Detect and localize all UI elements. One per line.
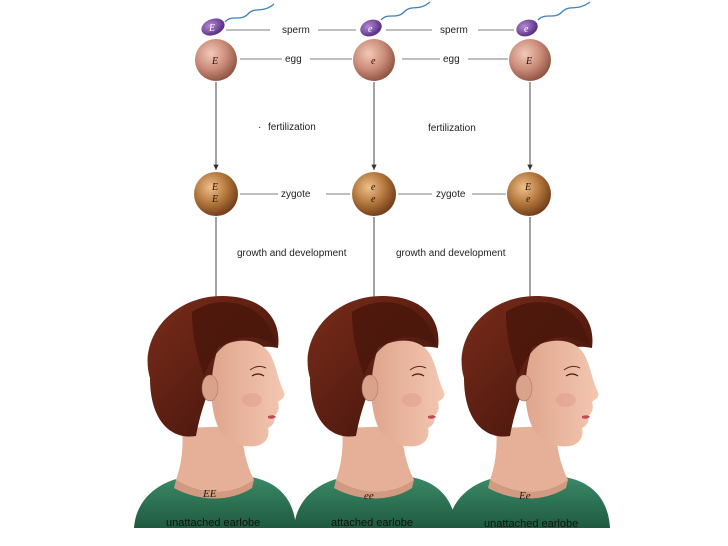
sperm-tail [224, 3, 275, 23]
genotype-label: EE [202, 488, 217, 500]
phenotype-caption: attached earlobe [331, 517, 413, 529]
zygote-allele-top: e [371, 182, 376, 193]
sperm-tail [537, 1, 591, 21]
egg-allele: e [371, 56, 376, 67]
egg-cell [353, 39, 395, 81]
sperm-allele: e [524, 24, 529, 35]
fertilization-label-right: fertilization [428, 123, 476, 134]
growth-label-left: growth and development [237, 248, 347, 259]
sperm-label-left: sperm [282, 25, 310, 36]
zygote-cell [352, 172, 396, 216]
zygote-label-right: zygote [436, 189, 466, 200]
dot-mark: · [258, 122, 261, 133]
genotype-label: ee [364, 490, 374, 502]
column-2: e e e e ee attached earlobe [293, 1, 457, 529]
sperm-cell [360, 19, 382, 37]
zygote-allele-bottom: e [526, 194, 531, 205]
sperm-label-right: sperm [440, 25, 468, 36]
egg-cell [195, 39, 237, 81]
sperm-allele: E [208, 23, 215, 34]
zygote-allele-bottom: e [371, 194, 376, 205]
egg-label-left: egg [285, 54, 302, 65]
fertilization-label-left: fertilization [268, 122, 316, 133]
egg-cell [509, 39, 551, 81]
phenotype-caption: unattached earlobe [166, 517, 260, 529]
sperm-cell [201, 18, 225, 36]
egg-allele: E [525, 56, 532, 67]
zygote-allele-top: E [524, 182, 531, 193]
zygote-cell [194, 172, 238, 216]
sperm-cell [516, 19, 538, 37]
phenotype-caption: unattached earlobe [484, 518, 578, 530]
egg-allele: E [211, 56, 218, 67]
woman-portrait [293, 295, 457, 529]
zygote-cell [507, 172, 551, 216]
column-3: e E E e Ee unattached earlobe [447, 1, 611, 530]
sperm-tail [380, 1, 431, 21]
zygote-label-left: zygote [281, 189, 311, 200]
zygote-allele-bottom: E [211, 194, 218, 205]
column-1: E E E E EE unattached earlobe [133, 3, 297, 529]
zygote-allele-top: E [211, 182, 218, 193]
egg-label-right: egg [443, 54, 460, 65]
genotype-label: Ee [518, 490, 531, 502]
sperm-allele: e [368, 24, 373, 35]
growth-label-right: growth and development [396, 248, 506, 259]
